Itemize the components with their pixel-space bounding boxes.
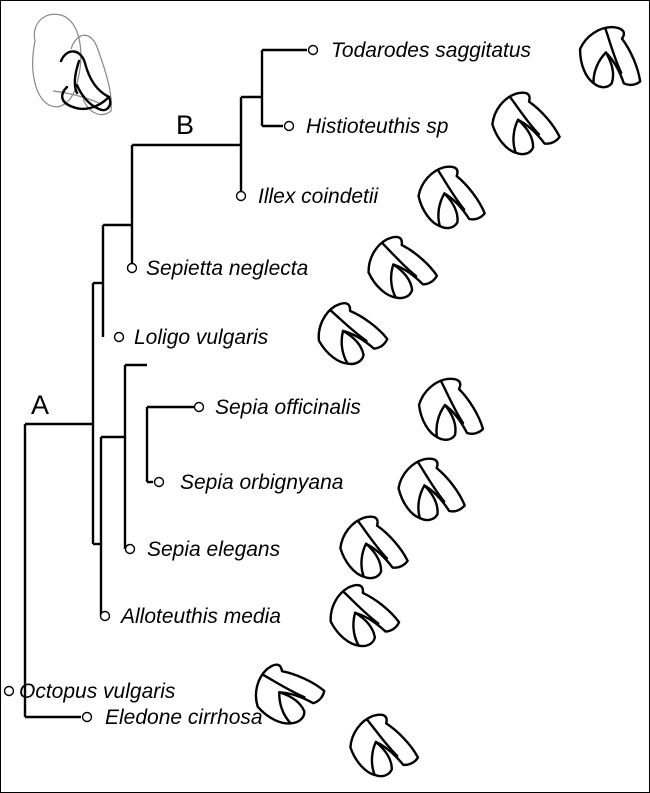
- taxon-label: Alloteuthis media: [119, 605, 281, 628]
- tip-node: [128, 264, 137, 273]
- beak-outline-icon: [322, 575, 403, 654]
- beak-outline-icon: [336, 511, 410, 582]
- taxon-label: Histioteuthis sp: [306, 115, 448, 138]
- tip-node: [237, 192, 246, 201]
- beak-outline-icon: [575, 23, 647, 92]
- tip-node: [115, 333, 124, 342]
- beak-outline-icon: [345, 708, 420, 781]
- beak-outline-icon: [396, 455, 466, 522]
- node-label-a: A: [31, 390, 49, 420]
- taxon-label: Octopus vulgaris: [19, 680, 176, 703]
- taxon-label: Sepia officinalis: [215, 396, 361, 419]
- taxon-label: Eledone cirrhosa: [105, 706, 263, 729]
- tip-node: [101, 612, 110, 621]
- beak-outline-icon: [416, 163, 486, 230]
- taxon-label: Loligo vulgaris: [134, 326, 269, 349]
- beak-outline-icon: [419, 379, 483, 440]
- tip-node: [309, 46, 318, 55]
- beak-outline-icon: [488, 87, 562, 158]
- beak-outline-icon: [361, 228, 441, 306]
- taxon-label: Sepia elegans: [147, 538, 281, 561]
- taxon-label: Illex coindetii: [258, 185, 380, 208]
- tip-node: [126, 545, 135, 554]
- taxon-label: Todarodes saggitatus: [331, 39, 532, 62]
- tip-node: [285, 122, 294, 131]
- taxon-label: Sepietta neglecta: [146, 257, 308, 280]
- tip-node: [155, 478, 164, 487]
- tip-node: [195, 403, 204, 412]
- superimposed-beaks-icon: [33, 14, 112, 114]
- beak-outline-icon: [309, 292, 391, 373]
- taxon-label: Sepia orbignyana: [180, 471, 343, 494]
- tip-node: [83, 713, 92, 722]
- node-label-b: B: [176, 110, 194, 140]
- tip-node: [5, 687, 14, 696]
